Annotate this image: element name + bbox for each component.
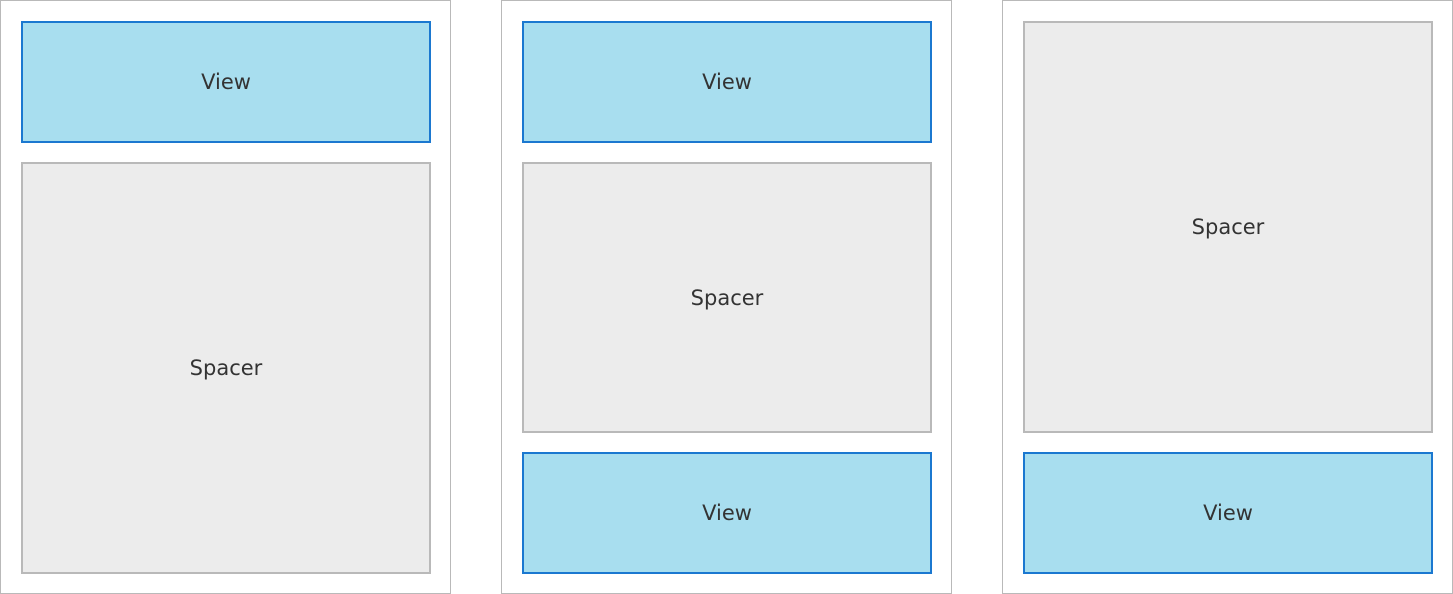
view-label: View bbox=[702, 70, 752, 94]
view-box-bottom: View bbox=[522, 452, 932, 574]
spacer-label: Spacer bbox=[189, 356, 263, 380]
view-box-top: View bbox=[522, 21, 932, 143]
view-label: View bbox=[702, 501, 752, 525]
view-box-top: View bbox=[21, 21, 431, 143]
layout-panel-3: Spacer View bbox=[1002, 0, 1453, 594]
layout-panel-1: View Spacer bbox=[0, 0, 451, 594]
spacer-label: Spacer bbox=[1191, 215, 1265, 239]
view-label: View bbox=[1203, 501, 1253, 525]
view-label: View bbox=[201, 70, 251, 94]
spacer-label: Spacer bbox=[690, 285, 764, 310]
layout-panel-2: View Spacer View bbox=[501, 0, 952, 594]
spacer-box: Spacer bbox=[1023, 21, 1433, 433]
spacer-box: Spacer bbox=[522, 162, 932, 433]
spacer-box: Spacer bbox=[21, 162, 431, 574]
view-box-bottom: View bbox=[1023, 452, 1433, 574]
